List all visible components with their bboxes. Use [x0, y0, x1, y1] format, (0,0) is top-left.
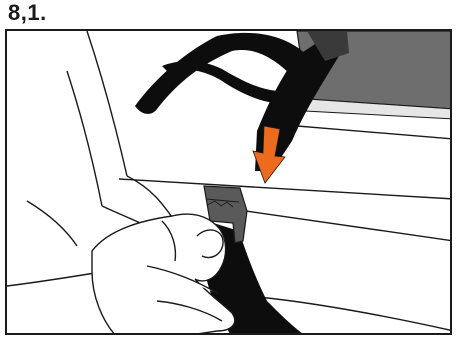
strap-release-illustration — [7, 31, 452, 335]
hand — [92, 214, 235, 335]
illustration-frame — [5, 29, 452, 335]
step-label: 8,1. — [8, 0, 47, 26]
